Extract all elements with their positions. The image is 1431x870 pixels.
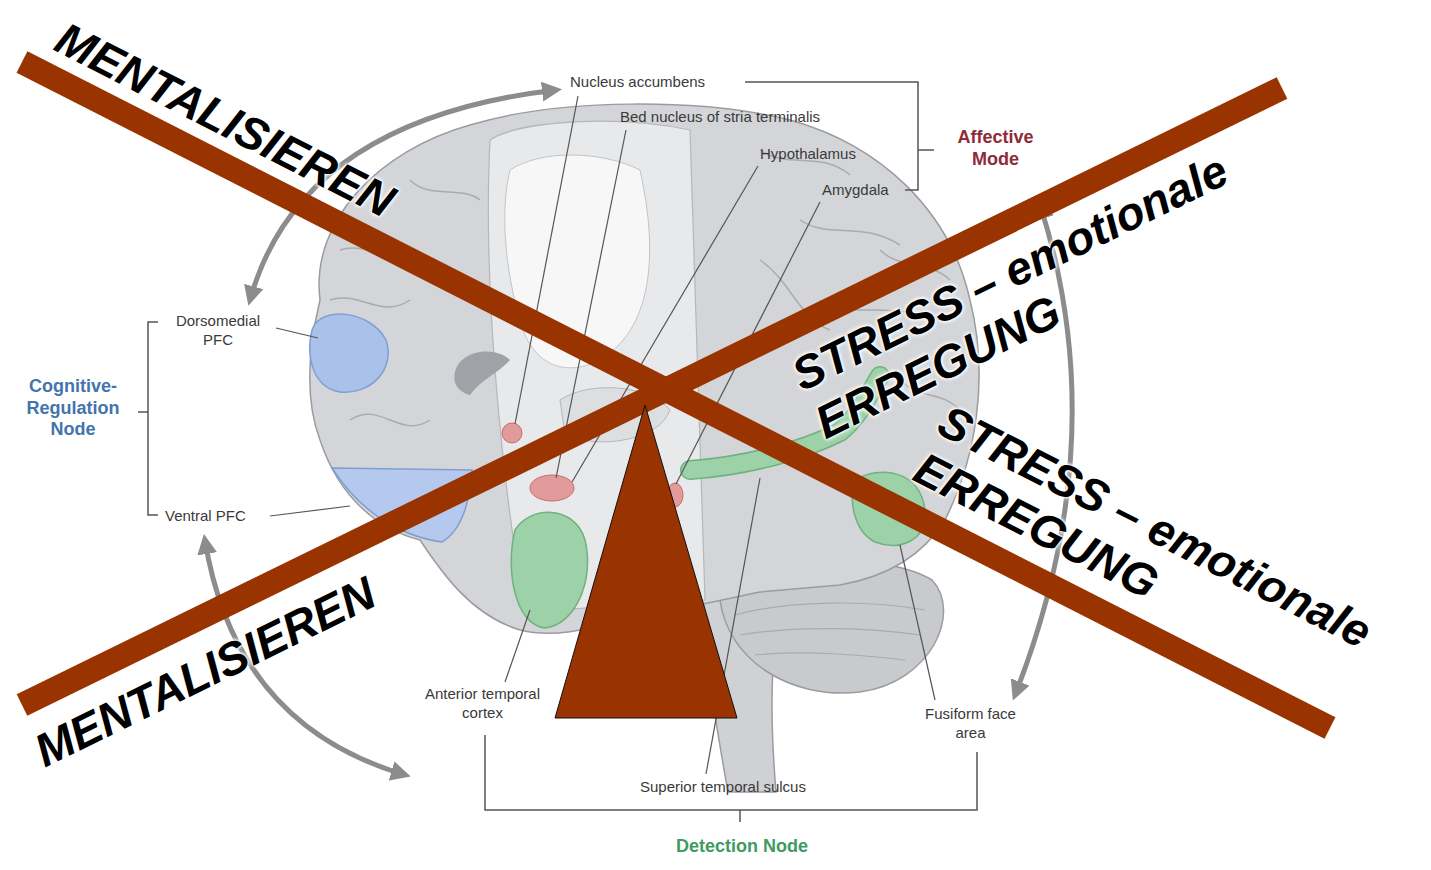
region-label: Hypothalamus: [760, 145, 856, 164]
region-label: Ventral PFC: [165, 507, 246, 526]
leader-line: [900, 545, 935, 700]
seesaw-label: MENTALISIEREN: [26, 566, 384, 777]
region-label: Nucleus accumbens: [570, 73, 705, 92]
cognitive-node: Cognitive-Regulation Node: [12, 300, 292, 540]
leader-line: [706, 478, 760, 774]
seesaw-bar: [22, 62, 1330, 728]
seesaw-label: STRESS – emotionale ERREGUNG: [784, 121, 1306, 449]
hypothalamus-region: [530, 475, 574, 501]
ventricle: [454, 351, 510, 395]
affective-node: Affective Mode: [556, 70, 1050, 205]
affective-bracket: [745, 82, 934, 190]
leader-line: [270, 506, 350, 516]
region-label: Amygdala: [822, 181, 889, 200]
brain: [310, 104, 979, 792]
leader-line: [515, 96, 578, 424]
group-heading: Cognitive-Regulation Node: [12, 376, 134, 441]
region-label: Fusiform face area: [913, 705, 1028, 743]
cognitive-bracket: [138, 322, 158, 515]
anterior-temporal-region: [511, 512, 587, 628]
seesaw-fulcrum: [555, 405, 737, 718]
region-label: Anterior temporal cortex: [415, 685, 550, 723]
region-label: Dorsomedial PFC: [168, 312, 268, 350]
region-label: Superior temporal sulcus: [640, 778, 806, 797]
cerebellum-folds: [735, 603, 925, 660]
group-heading: Affective Mode: [943, 127, 1048, 170]
nucleus-accumbens-region: [502, 423, 522, 443]
dorsomedial-pfc-region: [310, 314, 388, 392]
leader-line: [276, 328, 318, 338]
seesaw-label: STRESS – emotionale ERREGUNG: [906, 395, 1426, 730]
leader-line: [505, 610, 530, 682]
group-heading: Detection Node: [642, 836, 842, 858]
region-label: Bed nucleus of stria terminalis: [620, 108, 820, 127]
detection-bracket: [485, 735, 977, 822]
seesaw-label: MENTALISIEREN: [47, 12, 403, 228]
